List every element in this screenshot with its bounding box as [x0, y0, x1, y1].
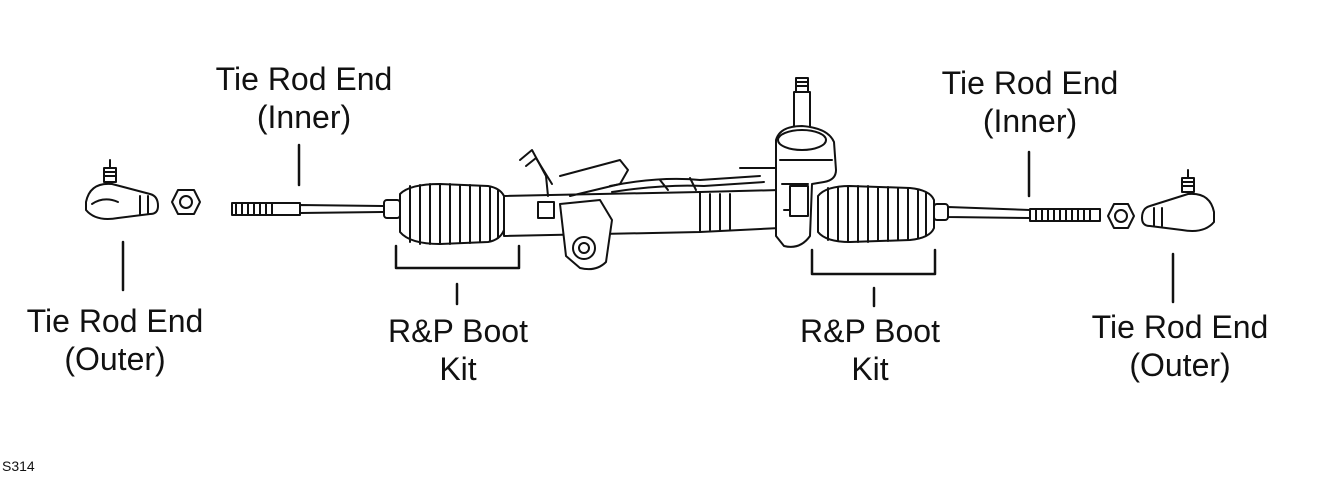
label-line-2: (Outer): [1129, 347, 1231, 383]
label-tie-rod-end-inner-left: Tie Rod End (Inner): [204, 60, 404, 136]
label-line-1: Tie Rod End: [26, 303, 204, 339]
label-tie-rod-end-outer-right: Tie Rod End (Outer): [1080, 308, 1280, 384]
left-inner-tie-rod-part: [231, 199, 401, 219]
left-jam-nut-part: [171, 189, 201, 215]
bracket-boot-left: [394, 244, 521, 270]
label-line-1: Tie Rod End: [1091, 309, 1269, 345]
left-outer-tie-rod-end-part: [85, 159, 159, 220]
label-line-2: (Inner): [256, 99, 352, 135]
bracket-boot-right: [810, 248, 937, 276]
right-boot-part: [817, 185, 935, 243]
right-outer-tie-rod-end-part: [1141, 169, 1215, 232]
label-rp-boot-kit-left: R&P Boot Kit: [368, 312, 548, 388]
left-boot-part: [399, 183, 505, 245]
label-line-1: Tie Rod End: [215, 61, 393, 97]
right-jam-nut-part: [1107, 203, 1135, 229]
label-tie-rod-end-inner-right: Tie Rod End (Inner): [930, 64, 1130, 140]
pinion-housing-part: [775, 77, 837, 248]
label-line-2: (Outer): [64, 341, 166, 377]
leader-lines: [121, 143, 1175, 308]
label-line-1: Tie Rod End: [941, 65, 1119, 101]
label-line-1: R&P Boot: [800, 313, 940, 349]
figure-code: S314: [2, 458, 35, 474]
label-line-2: Kit: [439, 351, 477, 387]
label-line-2: Kit: [851, 351, 889, 387]
label-tie-rod-end-outer-left: Tie Rod End (Outer): [15, 302, 215, 378]
rack-housing-part: [503, 149, 781, 271]
label-line-2: (Inner): [982, 103, 1078, 139]
right-inner-tie-rod-part: [933, 203, 1101, 222]
label-rp-boot-kit-right: R&P Boot Kit: [780, 312, 960, 388]
label-line-1: R&P Boot: [388, 313, 528, 349]
